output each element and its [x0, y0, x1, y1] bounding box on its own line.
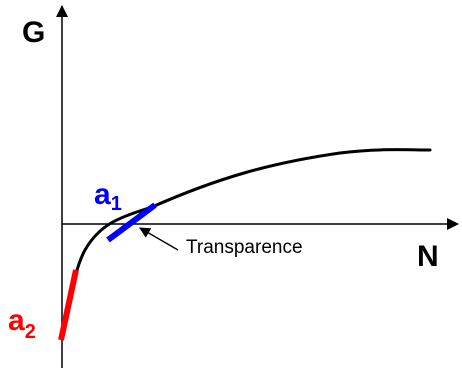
y-axis-label: G [22, 16, 45, 49]
tangent-a2 [58, 269, 79, 341]
g-curve [61, 148, 432, 332]
x-axis-label: N [417, 240, 439, 273]
transparence-arrow [139, 227, 179, 251]
transparence-label: Transparence [186, 237, 303, 258]
tangent-a1 [106, 202, 157, 243]
tangent-a2-label: a2 [8, 304, 36, 343]
tangent-a1-label: a1 [94, 178, 122, 215]
